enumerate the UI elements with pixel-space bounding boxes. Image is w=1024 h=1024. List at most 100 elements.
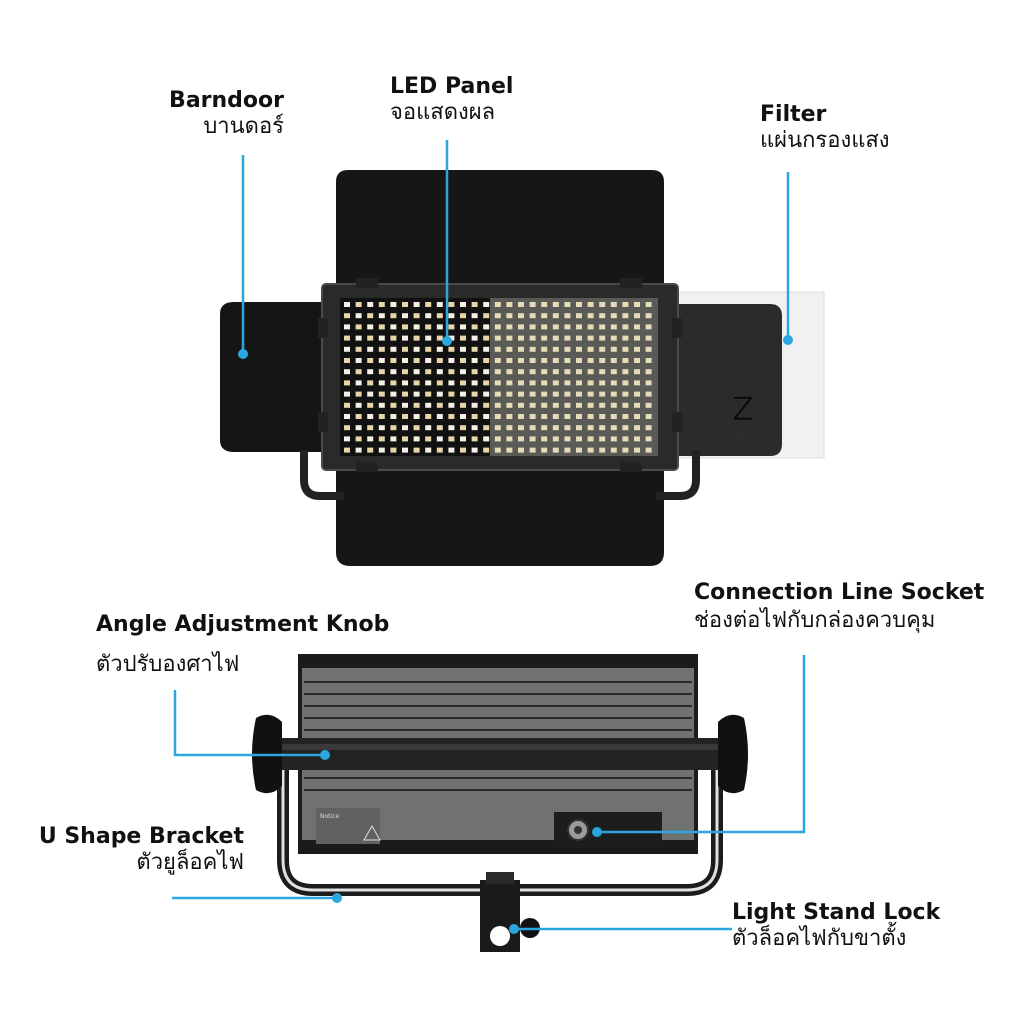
led-chip — [529, 335, 536, 341]
led-chip — [413, 346, 420, 352]
led-chip — [402, 380, 408, 386]
led-chip — [634, 436, 640, 442]
led-chip — [460, 346, 466, 352]
led-chip — [599, 447, 606, 453]
led-chip — [634, 425, 640, 431]
led-chip — [610, 436, 617, 442]
led-chip — [483, 358, 490, 363]
led-chip — [436, 358, 443, 363]
led-chip — [634, 369, 640, 375]
led-chip — [610, 313, 617, 319]
led-chip — [506, 414, 513, 419]
led-chip — [541, 447, 548, 453]
led-chip — [460, 391, 466, 397]
led-chip — [587, 402, 594, 408]
led-chip — [390, 402, 397, 408]
led-chip — [390, 302, 397, 307]
angle-knob-subtitle: ตัวปรับองศาไฟ — [96, 652, 240, 678]
led-chip — [564, 447, 571, 453]
led-chip — [413, 436, 420, 442]
led-chip — [506, 425, 513, 431]
led-chip — [541, 358, 548, 363]
led-chip — [344, 402, 350, 408]
led-chip — [529, 402, 536, 408]
led-chip — [448, 346, 455, 352]
led-chip — [576, 302, 582, 307]
led-chip — [471, 425, 478, 431]
led-chip — [402, 414, 408, 419]
led-chip — [355, 358, 362, 363]
led-chip — [436, 324, 443, 330]
led-grid — [344, 302, 652, 453]
led-chip — [552, 425, 559, 431]
led-chip — [622, 436, 629, 442]
led-chip — [413, 447, 420, 453]
led-chip — [367, 346, 374, 352]
led-chip — [355, 391, 362, 397]
knob-right — [718, 714, 748, 794]
led-chip — [413, 313, 420, 319]
led-area-right — [490, 298, 658, 456]
led-chip — [367, 302, 374, 307]
led-chip — [518, 391, 524, 397]
led-chip — [529, 436, 536, 442]
led-chip — [506, 302, 513, 307]
led-chip — [576, 369, 582, 375]
connection-socket-subtitle: ช่องต่อไฟกับกล่องควบคุม — [694, 608, 936, 634]
led-chip — [425, 380, 432, 386]
led-chip — [448, 369, 455, 375]
led-chip — [471, 346, 478, 352]
led-chip — [460, 447, 466, 453]
led-chip — [460, 335, 466, 341]
led-panel-title: LED Panel — [390, 74, 514, 99]
led-chip — [355, 302, 362, 307]
led-chip — [448, 335, 455, 341]
led-chip — [610, 369, 617, 375]
led-chip — [494, 313, 501, 319]
led-chip — [645, 313, 652, 319]
led-chip — [448, 358, 455, 363]
led-chip — [506, 391, 513, 397]
led-chip — [425, 436, 432, 442]
led-chip — [448, 380, 455, 386]
led-chip — [634, 324, 640, 330]
led-chip — [587, 346, 594, 352]
led-chip — [355, 425, 362, 431]
led-chip — [610, 447, 617, 453]
led-chip — [587, 425, 594, 431]
led-chip — [506, 447, 513, 453]
led-chip — [355, 414, 362, 419]
led-chip — [529, 447, 536, 453]
led-chip — [471, 414, 478, 419]
led-chip — [518, 313, 524, 319]
led-chip — [494, 369, 501, 375]
led-chip — [344, 302, 350, 307]
led-chip — [564, 335, 571, 341]
led-chip — [344, 346, 350, 352]
led-chip — [599, 391, 606, 397]
led-chip — [518, 425, 524, 431]
led-chip — [599, 369, 606, 375]
led-chip — [378, 313, 385, 319]
led-chip — [610, 414, 617, 419]
led-chip — [390, 335, 397, 341]
led-chip — [518, 369, 524, 375]
led-chip — [506, 436, 513, 442]
led-chip — [471, 335, 478, 341]
led-chip — [344, 335, 350, 341]
led-chip — [425, 402, 432, 408]
led-chip — [344, 369, 350, 375]
led-chip — [355, 402, 362, 408]
led-chip — [587, 324, 594, 330]
led-chip — [425, 414, 432, 419]
led-chip — [483, 380, 490, 386]
led-chip — [436, 302, 443, 307]
led-chip — [436, 369, 443, 375]
stand-lock-hole — [490, 926, 510, 946]
led-chip — [518, 402, 524, 408]
led-chip — [599, 346, 606, 352]
led-chip — [460, 302, 466, 307]
callout-connection-socket: Connection Line Socket ช่องต่อไฟกับกล่อง… — [694, 580, 984, 635]
callout-stand-lock: Light Stand Lock ตัวล็อคไฟกับขาตั้ง — [732, 900, 940, 953]
led-chip — [622, 358, 629, 363]
